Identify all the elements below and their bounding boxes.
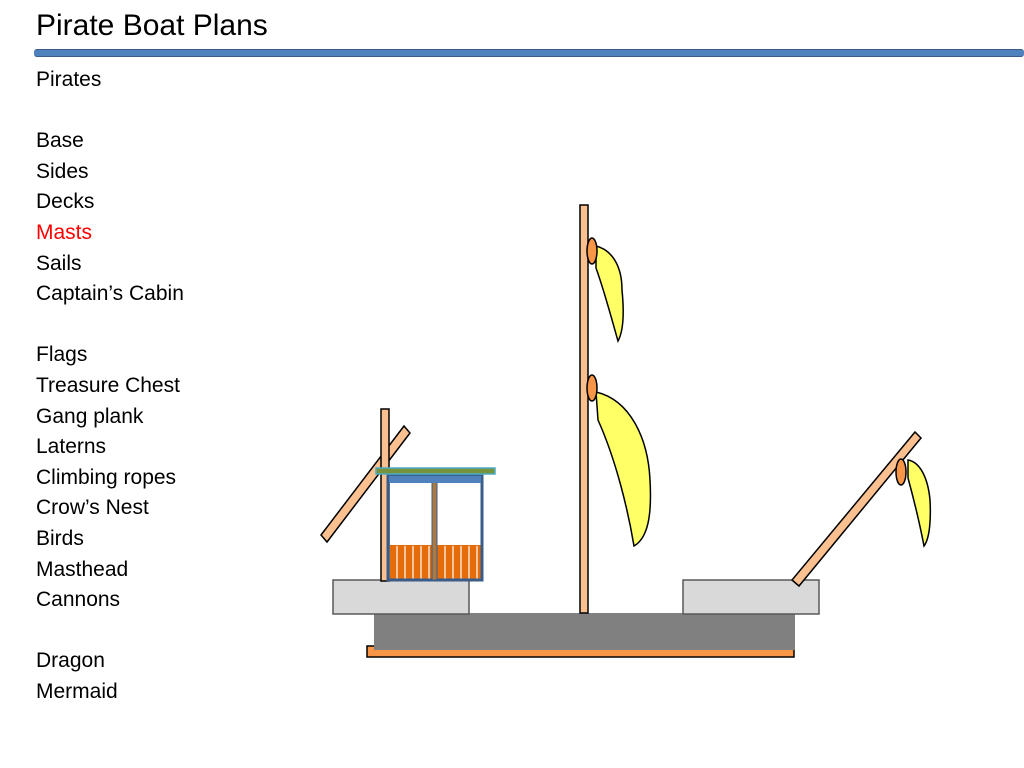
- right-slanted-mast: [790, 430, 923, 588]
- cabin-roof: [375, 467, 496, 475]
- list-item-birds: Birds: [36, 526, 84, 550]
- title-underline: [34, 49, 1024, 57]
- list-item-pirates: Pirates: [36, 68, 102, 91]
- cabin-divider: [431, 477, 438, 581]
- boat-parts-list: Pirates Base Sides Decks Masts Sails Cap…: [36, 65, 184, 707]
- list-item-masthead: Masthead: [36, 557, 129, 581]
- right-deck: [682, 579, 820, 615]
- left-slanted-mast: [320, 424, 411, 544]
- list-item-treasure-chest: Treasure Chest: [36, 373, 180, 397]
- list-item-masts: Masts: [36, 220, 93, 244]
- main-mast-upper-ring: [586, 237, 598, 265]
- right-mast-sail: [907, 459, 932, 548]
- list-item-decks: Decks: [36, 190, 95, 214]
- main-mast-upper-sail: [595, 245, 624, 343]
- list-item-dragon: Dragon: [36, 649, 105, 673]
- list-item-sides: Sides: [36, 159, 89, 183]
- list-item-flags: Flags: [36, 343, 88, 367]
- boat-hull: [374, 613, 795, 650]
- left-deck: [332, 579, 470, 615]
- main-mast: [579, 204, 589, 614]
- captains-cabin: [375, 467, 496, 582]
- list-item-sails: Sails: [36, 251, 82, 275]
- main-mast-lower-ring: [586, 374, 598, 402]
- slide-title: Pirate Boat Plans: [36, 9, 268, 42]
- list-item-mermaid: Mermaid: [36, 679, 118, 703]
- right-mast-ring: [895, 458, 907, 486]
- list-item-gang-plank: Gang plank: [36, 404, 144, 428]
- main-mast-lower-sail: [595, 391, 652, 548]
- list-item-laterns: Laterns: [36, 435, 107, 459]
- list-item-captains-cabin: Captain’s Cabin: [36, 282, 184, 306]
- list-item-crows-nest: Crow’s Nest: [36, 496, 149, 520]
- cabin-top-beam: [389, 476, 481, 483]
- list-item-base: Base: [36, 129, 84, 153]
- list-item-climbing-ropes: Climbing ropes: [36, 465, 177, 489]
- cabin-base-slats: [396, 546, 478, 579]
- list-item-cannons: Cannons: [36, 588, 121, 612]
